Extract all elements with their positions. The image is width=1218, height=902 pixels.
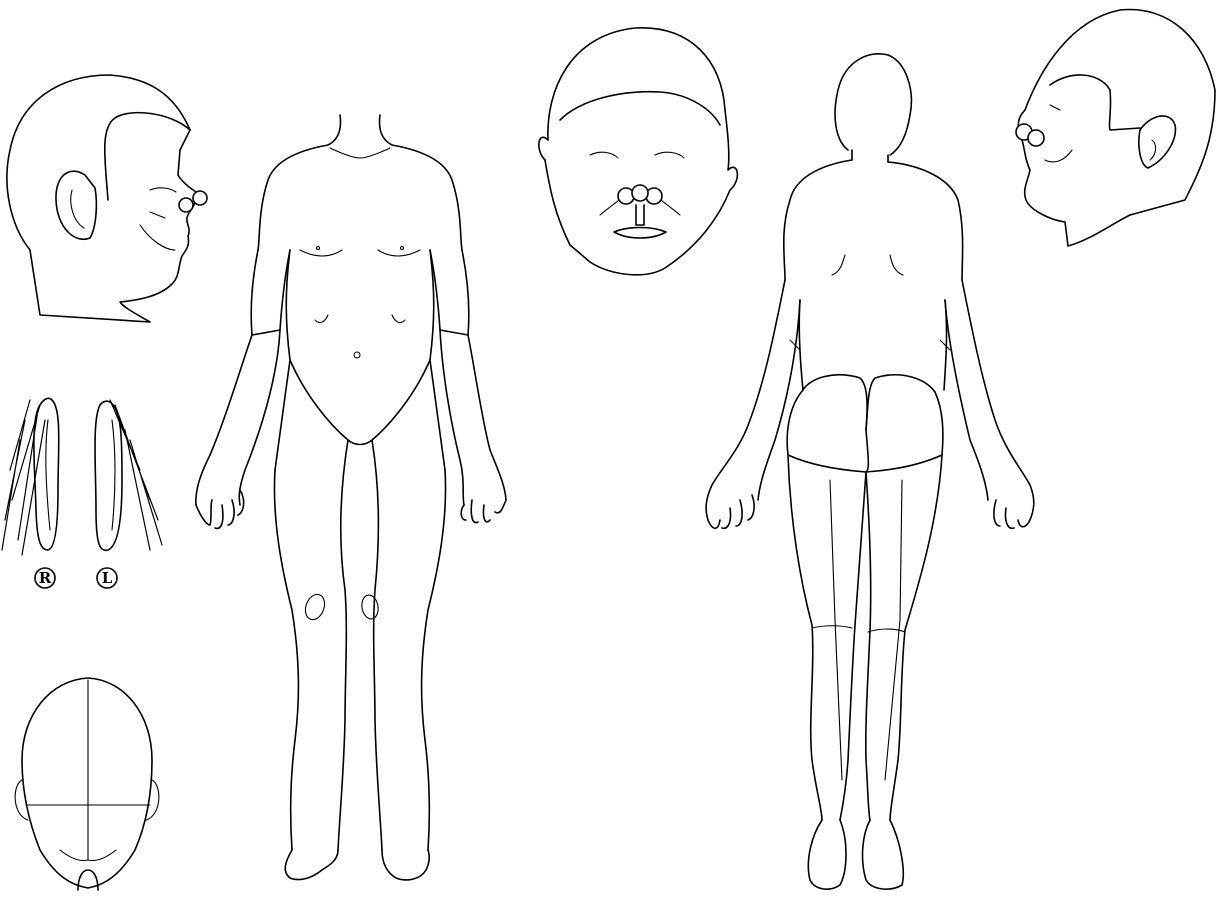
ear-label-right-text: R [39,569,52,587]
ear-label-left: L [97,568,117,588]
head-profile-right [7,75,207,322]
face-front [539,28,738,275]
head-profile-left [1016,10,1215,246]
body-back [706,54,1034,889]
ear-label-right: R [35,568,55,588]
ears-detail [2,398,162,555]
body-front [196,115,506,880]
ear-label-left-text: L [102,569,113,587]
head-top-view [15,678,159,890]
